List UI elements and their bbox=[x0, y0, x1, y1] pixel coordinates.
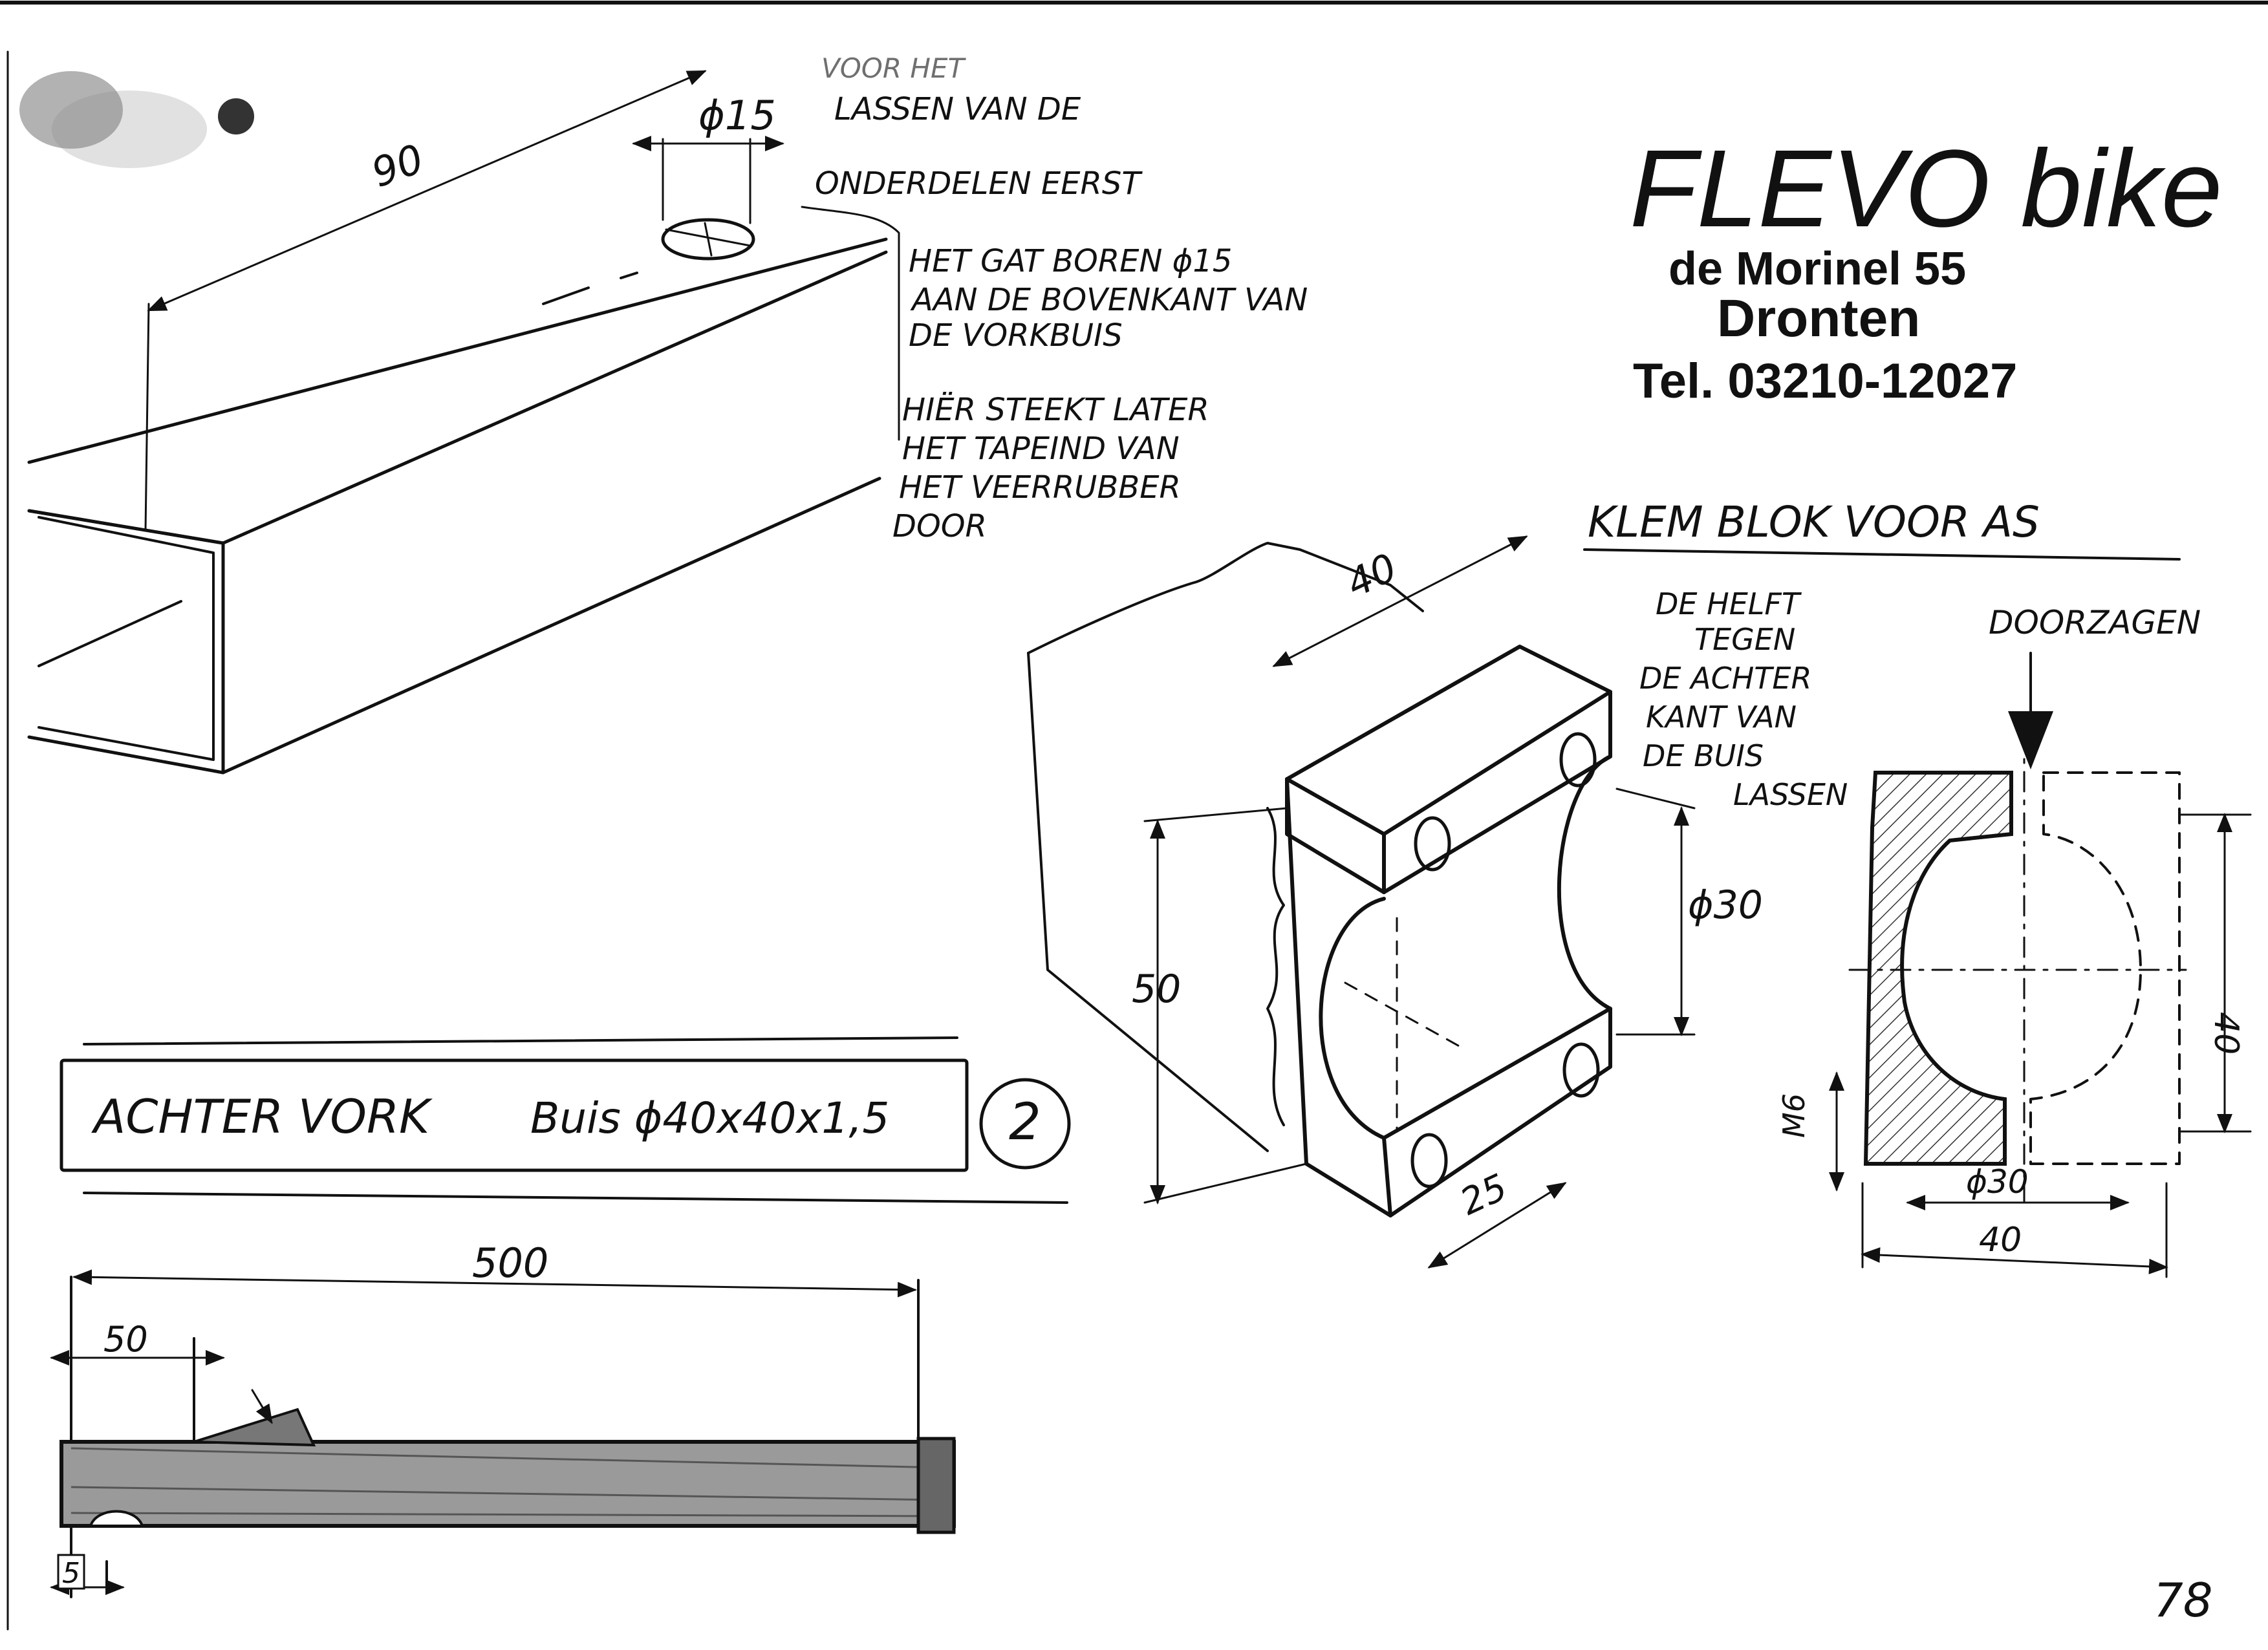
block-bottom-face bbox=[1382, 1007, 1612, 1217]
part-name: ACHTER VORK bbox=[91, 1089, 433, 1144]
clamp-block-isometric bbox=[1027, 535, 1696, 1269]
part-number: 2 bbox=[1009, 1093, 1041, 1152]
dim-total-label: 500 bbox=[472, 1239, 548, 1287]
weld-note-line6: LASSEN bbox=[1733, 777, 1848, 812]
note-spring-line1: HIËR STEEKT LATER bbox=[902, 392, 1209, 428]
dim-height-label: 50 bbox=[1132, 967, 1181, 1012]
block-bore-left bbox=[1319, 897, 1386, 1140]
part-material: Buis ϕ40x40x1,5 bbox=[530, 1093, 889, 1143]
note-spring-line4: DOOR bbox=[892, 508, 987, 544]
note-drill-line3: DE VORKBUIS bbox=[909, 317, 1123, 354]
tube-inner-line bbox=[38, 600, 182, 667]
block-bore-right bbox=[1557, 755, 1612, 1011]
weld-note-line2: TEGEN bbox=[1694, 622, 1795, 657]
dim-depth-line bbox=[1427, 1182, 1567, 1269]
weld-bead bbox=[1266, 807, 1285, 1126]
dim-hole-label: ϕ15 bbox=[698, 92, 776, 139]
section-hidden-half bbox=[2029, 771, 2181, 1165]
dim-end-label: 5 bbox=[62, 1557, 80, 1590]
tube-section-outline bbox=[1027, 542, 1424, 654]
address-line: de Morinel 55 bbox=[1669, 243, 1966, 295]
dim-total-line bbox=[72, 1269, 917, 1298]
note-drill-line2: AAN DE BOVENKANT VAN bbox=[910, 282, 1308, 318]
welded-tab bbox=[193, 1408, 316, 1447]
note-bracket bbox=[801, 206, 900, 441]
dim-bore-label: ϕ30 bbox=[1688, 883, 1763, 928]
title-block bbox=[59, 1036, 1071, 1204]
city-line: Dronten bbox=[1717, 289, 1920, 348]
dim-width-label: 40 bbox=[1340, 545, 1404, 607]
part-number-circle bbox=[979, 1078, 1071, 1170]
page-number: 78 bbox=[2154, 1573, 2213, 1627]
flevo-bike-logo: FLEVO bike bbox=[1630, 127, 2223, 250]
weld-note-line1: DE HELFT bbox=[1656, 586, 1802, 621]
note-spring-line3: HET VEERRUBBER bbox=[899, 469, 1181, 506]
dim-offset-label: 50 bbox=[103, 1319, 148, 1360]
tube-hidden-line bbox=[542, 272, 638, 305]
bolt-hole-3 bbox=[1410, 1133, 1448, 1188]
weld-note-line3: DE ACHTER bbox=[1639, 661, 1811, 696]
tube-profile-inner bbox=[38, 516, 215, 761]
bolt-hole-2 bbox=[1559, 732, 1597, 788]
clamp-title-underline bbox=[1583, 548, 2181, 561]
section-width-dim-line bbox=[1861, 1247, 2168, 1274]
tube-bottom-edge bbox=[221, 477, 881, 775]
weld-note-line4: KANT VAN bbox=[1646, 700, 1797, 734]
tube-side-body bbox=[59, 1440, 956, 1528]
bolt-hole-4 bbox=[1562, 1042, 1600, 1098]
bolt-hole-1 bbox=[1414, 816, 1451, 872]
fork-tube-drawing bbox=[27, 70, 900, 775]
tube-profile-front bbox=[27, 509, 225, 775]
dim-depth-label: 25 bbox=[1454, 1166, 1513, 1224]
section-thread-label: M6 bbox=[1777, 1093, 1811, 1138]
weld-note-line5: DE BUIS bbox=[1643, 738, 1764, 773]
length-dim-line bbox=[147, 70, 707, 312]
saw-arrow bbox=[2008, 711, 2053, 769]
note-drill-line1: HET GAT BOREN ϕ15 bbox=[909, 243, 1232, 279]
note-weld-line1: VOOR HET bbox=[821, 52, 967, 84]
phone-line: Tel. 03210-12027 bbox=[1633, 354, 2017, 409]
section-width-label: 40 bbox=[1979, 1221, 2022, 1259]
clamp-section-view bbox=[1829, 652, 2252, 1278]
clamp-block-title: KLEM BLOK VOOR AS bbox=[1588, 497, 2040, 547]
dim-width-line bbox=[1272, 535, 1528, 667]
scan-smudge bbox=[19, 71, 254, 168]
note-spring-line2: HET TAPEIND VAN bbox=[902, 431, 1180, 467]
saw-note: DOORZAGEN bbox=[1989, 604, 2201, 641]
tube-top-edge-back bbox=[27, 237, 888, 464]
note-weld-line2: LASSEN VAN DE bbox=[834, 91, 1081, 127]
dim-length-label: 90 bbox=[365, 135, 429, 197]
side-view-drawing bbox=[50, 1269, 956, 1598]
length-ext-line bbox=[144, 303, 150, 531]
section-bore-label: ϕ30 bbox=[1966, 1163, 2029, 1201]
note-weld-line3: ONDERDELEN EERST bbox=[815, 166, 1143, 202]
section-height-label: 40 bbox=[2207, 1012, 2245, 1055]
tube-top-edge-front bbox=[27, 250, 888, 545]
